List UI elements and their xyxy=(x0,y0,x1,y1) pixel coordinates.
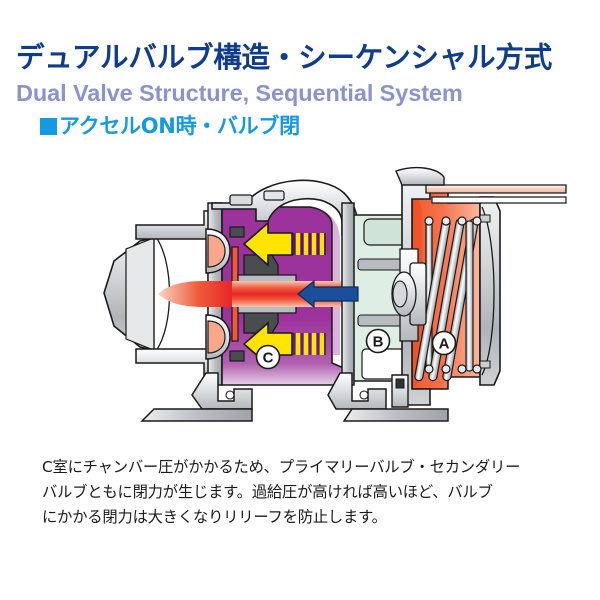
blue-flow-arrow xyxy=(297,279,359,309)
description-line-2: バルブともに閉力が生じます。過給圧が高ければ高いほど、バルブ xyxy=(42,482,493,501)
label-chamber-b: B xyxy=(365,328,391,354)
page-title-japanese: デュアルバルブ構造・シーケンシャル方式 xyxy=(16,41,552,74)
subheading-row: アクセルON時・バルブ閉 xyxy=(0,116,600,137)
page-title-english: Dual Valve Structure, Sequential System xyxy=(16,79,463,106)
label-c-text: C xyxy=(263,350,274,367)
left-housing-shell xyxy=(103,233,167,355)
outlet-tube xyxy=(395,166,567,204)
description-line-3: にかかる閉力は大きくなりリリーフを防止します。 xyxy=(42,507,387,526)
label-chamber-a: A xyxy=(431,330,457,356)
label-a-text: A xyxy=(439,336,450,353)
square-bullet-icon xyxy=(40,118,57,135)
label-b-text: B xyxy=(373,334,384,351)
piston-retainer xyxy=(391,248,427,342)
yellow-arrow-upper xyxy=(242,221,326,267)
mounting-feet xyxy=(140,372,449,422)
label-chamber-c: C xyxy=(255,344,281,370)
description-line-1: C室にチャンバー圧がかかるため、プライマリーバルブ・セカンダリー xyxy=(42,458,521,476)
subheading-label: アクセルON時・バルブ閉 xyxy=(59,114,300,138)
valve-cross-section-diagram: C B A xyxy=(96,163,596,425)
heading-block: デュアルバルブ構造・シーケンシャル方式 Dual Valve Structure… xyxy=(0,41,600,137)
description-text: C室にチャンバー圧がかかるため、プライマリーバルブ・セカンダリー バルブともに閉… xyxy=(42,455,562,529)
